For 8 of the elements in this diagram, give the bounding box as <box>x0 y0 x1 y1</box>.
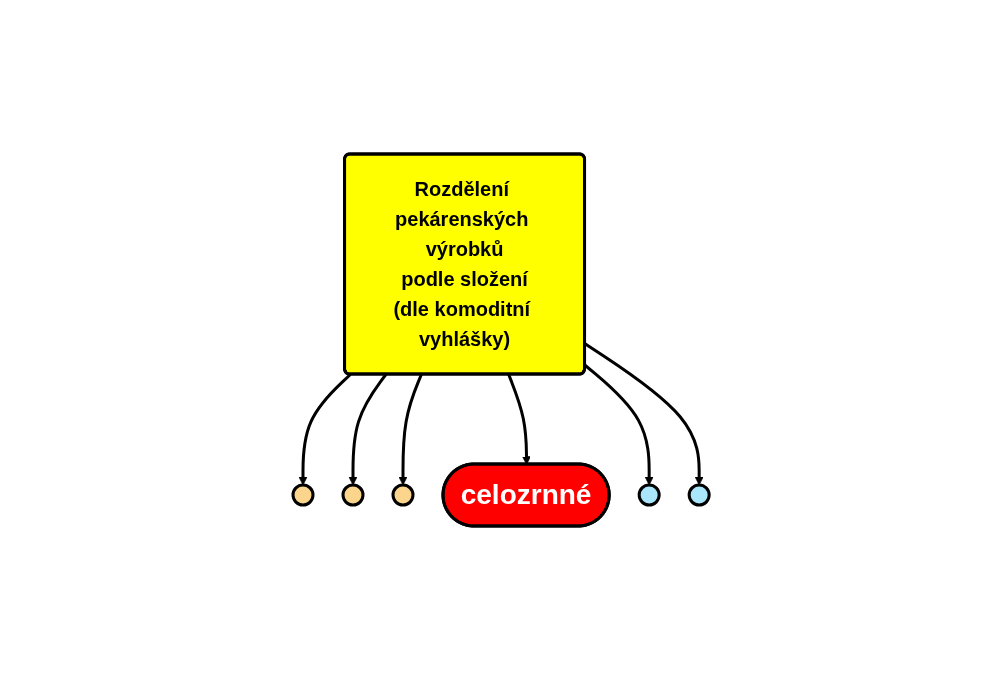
node-ellipse <box>391 483 415 507</box>
node-ellipse <box>638 483 662 507</box>
node-ellipse <box>688 483 712 507</box>
arrow <box>584 342 704 486</box>
node-ellipse <box>291 483 315 507</box>
arrow <box>584 364 654 486</box>
node-ellipse <box>341 483 365 507</box>
arrow <box>299 373 352 486</box>
